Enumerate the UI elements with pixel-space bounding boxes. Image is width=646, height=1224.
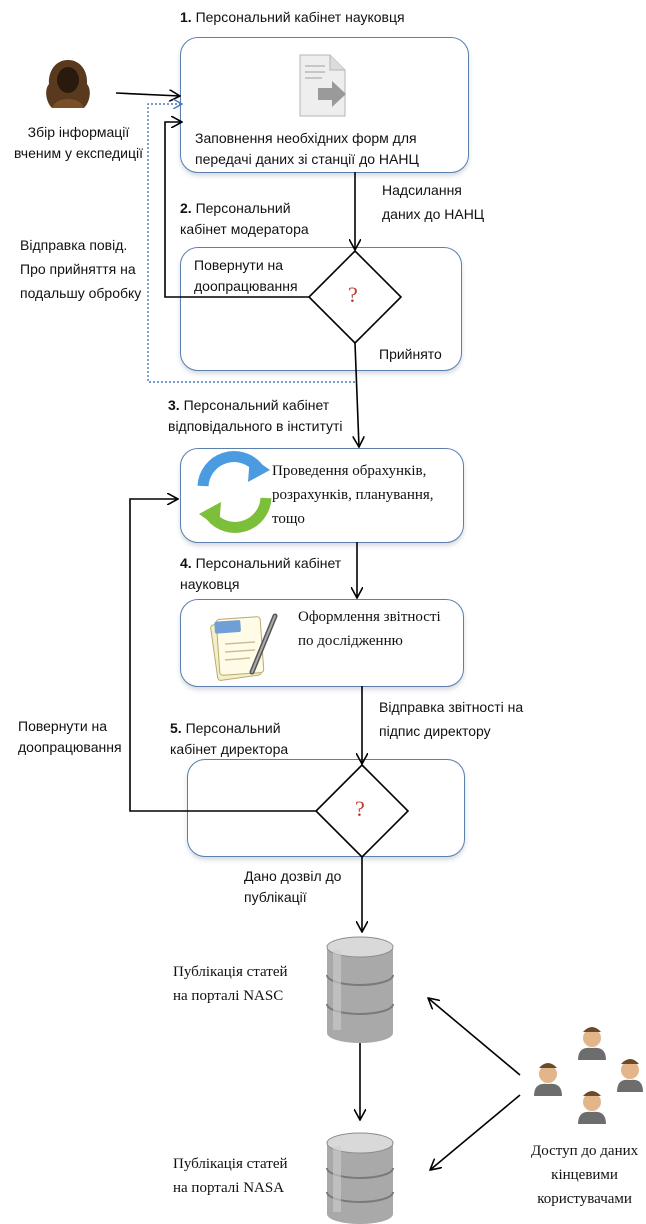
arrow-collect-to-step1: [115, 93, 180, 96]
step5-title-text: Персональний кабінет директора: [170, 720, 289, 757]
notes-pen-icon: [210, 613, 278, 681]
refresh-cycle-icon: [197, 451, 272, 533]
database-nasc-icon: [326, 936, 394, 1043]
step3-title-text: Персональний кабінет відповідального в і…: [168, 397, 343, 434]
end-user-access-label: Доступ до даних кінцевими користувачами: [531, 1143, 639, 1207]
step4-box-text: Оформлення звітності по дослідженню: [298, 609, 441, 649]
step3-number: 3.: [168, 397, 180, 413]
permission-label: Дано дозвіл до публікації: [244, 868, 342, 905]
report-send-label: Відправка звітності на підпис директору: [379, 699, 524, 739]
step4-number: 4.: [180, 555, 192, 571]
step1-number: 1.: [180, 9, 192, 25]
step4-title: 4. Персональний кабінет науковця: [180, 553, 341, 595]
step1-title-text: Персональний кабінет науковця: [195, 9, 405, 25]
send-data-label: Надсилання даних до НАНЦ: [382, 182, 485, 222]
step1-box-text: Заповнення необхідних форм для передачі …: [195, 130, 419, 167]
arrow-users-to-nasa: [430, 1094, 521, 1170]
moderation-return-label: Повернути на доопрацювання: [194, 257, 298, 294]
users-group-icon: [534, 1027, 643, 1124]
step3-box-text: Проведення обрахунків, розрахунків, план…: [272, 463, 434, 527]
step3-title: 3. Персональний кабінет відповідального …: [168, 395, 343, 437]
step4-title-text: Персональний кабінет науковця: [180, 555, 342, 592]
accepted-label: Прийнято: [379, 346, 442, 362]
document-forward-icon: [299, 54, 346, 117]
director-question-mark: ?: [355, 796, 365, 821]
moderation-question-mark: ?: [348, 282, 358, 307]
publish-nasc-label: Публікація статей на порталі NASC: [173, 964, 288, 1004]
arrow-return-moderation: [164, 122, 311, 298]
step2-title-text: Персональний кабінет модератора: [180, 200, 309, 237]
step1-title: 1. Персональний кабінет науковця: [180, 7, 405, 28]
arrow-return-director: [129, 499, 316, 812]
notify-label: Відправка повід. Про прийняття на подаль…: [20, 237, 142, 301]
arrow-accepted-to-step3: [355, 342, 359, 447]
database-nasa-icon: [326, 1132, 394, 1224]
step2-number: 2.: [180, 200, 192, 216]
arrow-users-to-nasc: [428, 998, 521, 1076]
person-hooded-icon: [46, 60, 90, 108]
dotted-notify-path: [147, 104, 355, 383]
collect-info-label: Збір інформації вченим у експедиції: [14, 124, 143, 161]
director-return-label: Повернути на доопрацювання: [18, 718, 122, 755]
step5-title: 5. Персональний кабінет директора: [170, 718, 288, 760]
publish-nasa-label: Публікація статей на порталі NASA: [173, 1156, 288, 1196]
step2-title: 2. Персональний кабінет модератора: [180, 198, 309, 240]
step5-number: 5.: [170, 720, 182, 736]
